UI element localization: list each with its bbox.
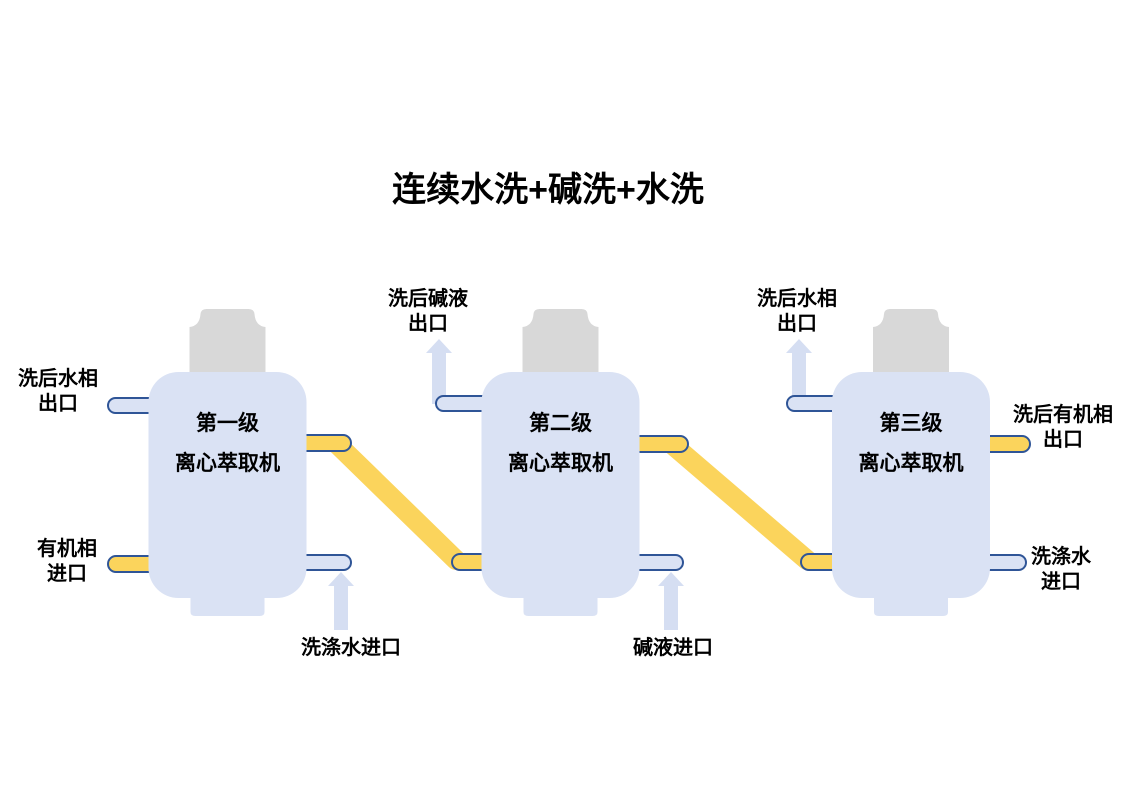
diagram-title: 连续水洗+碱洗+水洗 [392,171,704,209]
vessel-label-stage2: 第二级 离心萃取机 [471,404,651,484]
vessel-stage-text: 第二级 [529,412,592,435]
label-line2: 进口 [1041,571,1081,593]
label-line1: 有机相 [37,538,97,560]
vessel-cap-stage1 [189,309,266,373]
vessel-base-stage2 [523,598,598,616]
up-arrow-icon-washed-alkali-outlet [426,339,452,404]
label-line2: 出口 [38,393,78,415]
vessel-stage-text: 第三级 [879,412,943,435]
label-alkali-inlet: 碱液进口 [618,636,728,661]
up-arrow-icon-alkali-inlet [658,572,684,630]
vessel-body-stage1 [148,372,307,598]
label-washed-water-phase-outlet-stage1: 洗后水相 出口 [8,367,108,417]
label-line2: 出口 [408,313,448,335]
label-line2: 出口 [1043,429,1083,451]
vessel-cap-stage3 [873,309,949,373]
vessel-stage-text: 第一级 [196,412,259,435]
label-line1: 碱液进口 [633,637,713,659]
label-line1: 洗涤水 [1031,546,1091,568]
vessel-base-stage3 [874,598,948,616]
vessel-cap-stage2 [522,309,599,373]
label-line1: 洗后水相 [757,288,837,310]
label-line1: 洗涤水进口 [301,637,401,659]
label-line1: 洗后碱液 [388,288,468,310]
organic-transfer-pipe-stage2-to-stage3 [664,436,817,570]
label-line1: 洗后有机相 [1013,404,1113,426]
label-organic-phase-inlet: 有机相 进口 [17,537,117,587]
label-washed-organic-phase-outlet: 洗后有机相 出口 [1004,403,1122,453]
label-washed-water-phase-outlet-stage3: 洗后水相 出口 [747,287,847,337]
vessel-label-stage3: 第三级 离心萃取机 [821,404,1001,484]
label-line2: 出口 [777,313,817,335]
vessel-body-stage3 [832,372,990,598]
label-wash-water-inlet-stage3: 洗涤水 进口 [1011,545,1111,595]
label-line1: 洗后水相 [18,368,98,390]
organic-transfer-pipe-stage1-to-stage2 [328,435,466,570]
vessel-label-stage1: 第一级 离心萃取机 [138,404,318,484]
up-arrow-icon-wash-water-inlet-stage1 [328,572,354,630]
label-washed-alkali-outlet: 洗后碱液 出口 [378,287,478,337]
vessel-type-text: 离心萃取机 [175,452,280,475]
vessel-type-text: 离心萃取机 [508,452,613,475]
label-line2: 进口 [47,563,87,585]
vessel-body-stage2 [481,372,640,598]
label-wash-water-inlet-stage1: 洗涤水进口 [296,636,406,661]
vessel-type-text: 离心萃取机 [858,452,964,475]
up-arrow-icon-washed-water-outlet-stage3 [786,339,812,404]
vessel-base-stage1 [190,598,265,616]
